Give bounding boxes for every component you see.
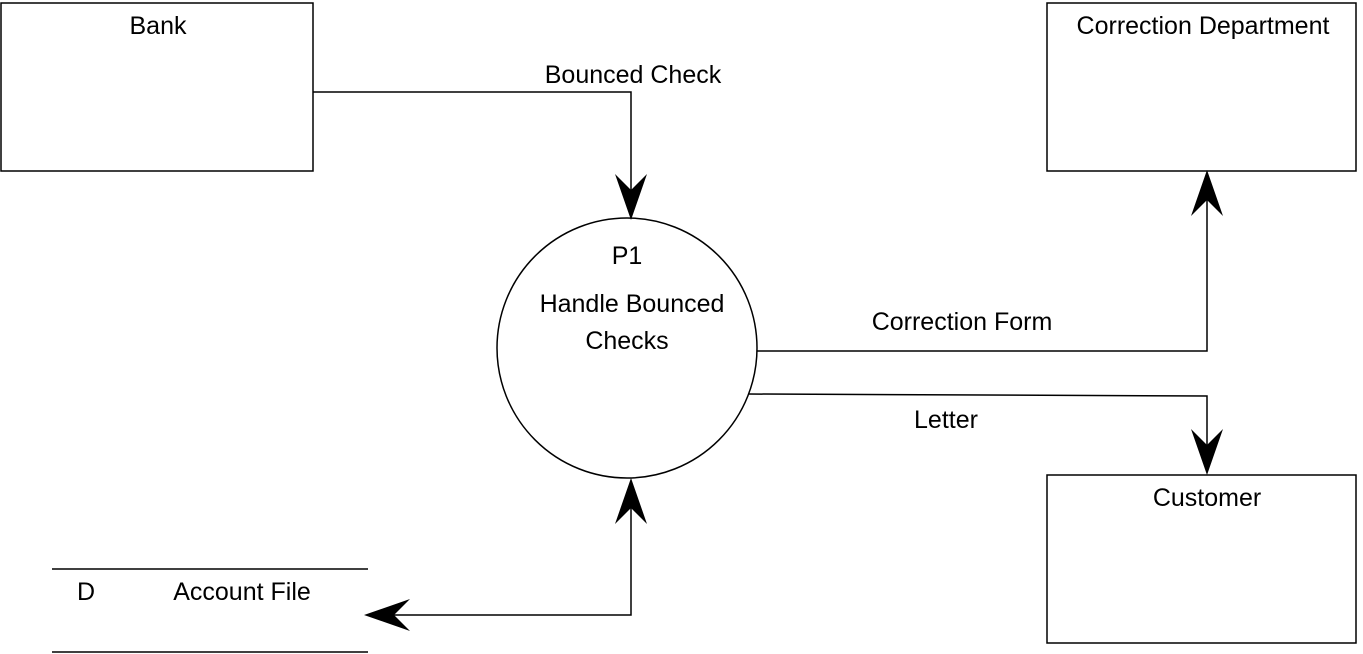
entity-customer-label: Customer [1153, 484, 1261, 512]
process-name-line1: Handle Bounced [540, 290, 725, 318]
flow-correction-form-arrowhead [1191, 170, 1223, 216]
entity-customer: Customer [1046, 474, 1357, 644]
entity-bank: Bank [0, 2, 314, 172]
flow-correction-form-line [757, 190, 1208, 352]
entity-correction-department: Correction Department [1046, 2, 1357, 172]
flow-letter-line [747, 393, 1208, 455]
data-store-id: D [77, 578, 95, 606]
flow-correction-form: Correction Form [757, 170, 1223, 352]
flow-bounced-check-line [313, 91, 632, 200]
flow-letter-label: Letter [914, 406, 978, 434]
flow-bounced-check-label: Bounced Check [545, 61, 722, 89]
data-store-name: Account File [173, 578, 311, 606]
flow-bounced-check: Bounced Check [313, 61, 722, 220]
data-store-account-file: D Account File [52, 568, 368, 653]
flow-account-file-line [385, 498, 632, 616]
flow-account-file-arrowhead-up [615, 478, 647, 524]
entity-bank-label: Bank [130, 12, 187, 40]
flow-bounced-check-arrowhead [615, 174, 647, 220]
process-name-line2: Checks [585, 327, 668, 355]
flow-letter: Letter [747, 393, 1223, 475]
entity-correction-department-label: Correction Department [1077, 12, 1330, 40]
process-id: P1 [612, 242, 643, 270]
flow-correction-form-label: Correction Form [872, 308, 1053, 336]
flow-account-file [364, 478, 647, 631]
flow-letter-arrowhead [1191, 429, 1223, 475]
process-p1: P1 Handle Bounced Checks [496, 217, 758, 479]
flow-account-file-arrowhead-left [364, 599, 410, 631]
